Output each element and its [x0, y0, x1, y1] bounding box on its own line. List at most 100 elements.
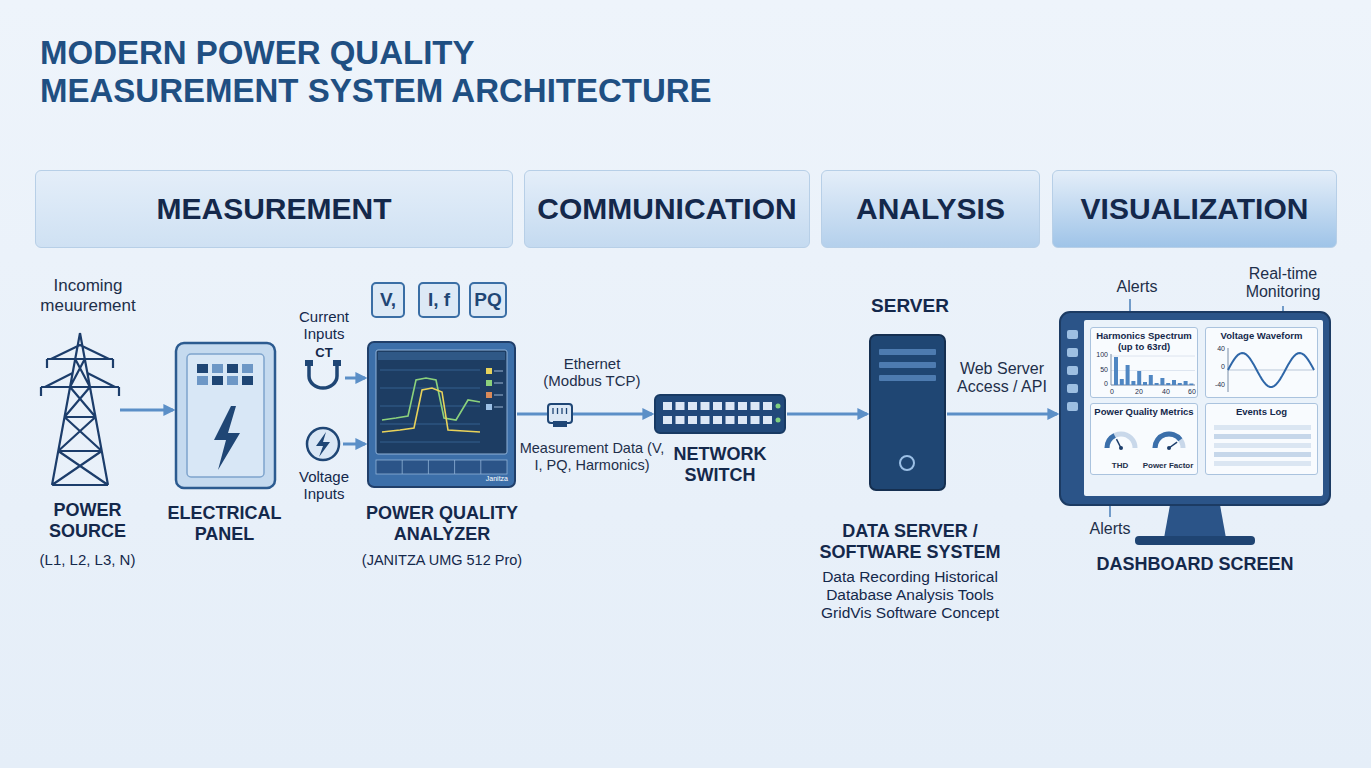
quantity-badge: PQ	[469, 282, 507, 318]
text-slot: DASHBOARD SCREEN	[1050, 554, 1340, 575]
annotation-label: Ethernet (Modbus TCP)	[533, 355, 651, 390]
shape-outline	[305, 426, 341, 462]
annotation-label: Janitza	[486, 475, 508, 483]
text-slot: I, f	[420, 289, 458, 311]
annotation-label: Measurement Data (V, I, PQ, Harmonics)	[516, 440, 668, 473]
section-band: MEASUREMENT	[35, 170, 513, 248]
text-slot: VISUALIZATION	[1053, 192, 1336, 227]
section-band: VISUALIZATION	[1052, 170, 1337, 248]
node-text: VISUALIZATION	[1053, 192, 1336, 227]
node-text: SERVER	[805, 295, 1015, 317]
annotation-label: THD	[1112, 461, 1128, 470]
dashboard-panel: Harmonics Spectrum (up to 63rd)	[1090, 327, 1198, 398]
text-slot: (L1, L2, L3, N)	[25, 551, 150, 568]
section-band: ANALYSIS	[821, 170, 1040, 248]
node-text: Current Inputs	[293, 308, 355, 343]
flow-arrow	[517, 413, 652, 416]
shape-outline	[368, 342, 515, 487]
node-text: POWER SOURCE	[25, 500, 150, 541]
text-slot: Voltage Waveform	[1206, 331, 1317, 342]
text-slot: ANALYSIS	[822, 192, 1039, 227]
annotation-label: Power Factor	[1143, 461, 1194, 470]
text-slot: Harmonics Spectrum (up to 63rd)	[1091, 331, 1197, 353]
data-server: SERVER DATA SERVER / SOFTWARE SYSTEM Data …	[805, 295, 1015, 645]
text-slot: Data Recording Historical Database Analy…	[805, 568, 1015, 621]
flow-arrow	[343, 443, 365, 446]
node-text: MEASUREMENT	[36, 192, 512, 227]
node-text: ELECTRICAL PANEL	[157, 503, 292, 544]
node-text: ANALYSIS	[822, 192, 1039, 227]
text-slot: NETWORK SWITCH	[645, 444, 795, 485]
node-text: I, f	[420, 289, 458, 311]
annotation-label: 50	[1100, 366, 1108, 374]
node-text: DATA SERVER / SOFTWARE SYSTEM	[805, 521, 1015, 562]
dashboard-screen: DASHBOARD SCREEN Harmonics Spectrum (up t…	[1050, 300, 1340, 585]
annotation-label: 100	[1096, 351, 1108, 359]
annotation-label: 0	[1110, 388, 1114, 396]
annotation-label: Real-time Monitoring	[1233, 265, 1333, 302]
electrical-panel: ELECTRICAL PANEL	[157, 340, 292, 572]
node-text: Voltage Inputs	[293, 468, 355, 503]
voltage-input: Voltage Inputs	[293, 424, 355, 510]
section-band: COMMUNICATION	[524, 170, 810, 248]
annotation-label: Alerts	[1090, 520, 1131, 538]
flow-arrow	[345, 377, 365, 380]
node-text: Data Recording Historical Database Analy…	[805, 568, 1015, 621]
node-text: COMMUNICATION	[525, 192, 809, 227]
shape-outline	[303, 361, 343, 391]
node-text: CT	[293, 346, 355, 361]
text-slot: POWER QUALITY ANALYZER	[356, 503, 528, 544]
annotation-label: Alerts	[1117, 278, 1158, 296]
text-slot: Current Inputs	[293, 308, 355, 343]
leader-line	[1109, 505, 1111, 517]
node-text: Power Quality Metrics	[1091, 407, 1197, 418]
node-text: V,	[373, 289, 403, 311]
text-slot: Events Log	[1206, 407, 1317, 418]
flow-arrow	[947, 413, 1057, 416]
diagram-title: MODERN POWER QUALITY MEASUREMENT SYSTEM …	[40, 34, 731, 110]
annotation-label: 20	[1135, 388, 1143, 396]
node-text: PQ	[471, 289, 505, 311]
text-slot: Voltage Inputs	[293, 468, 355, 503]
annotation-label: -40	[1215, 381, 1225, 389]
annotation-label: Incoming meuurement	[32, 276, 144, 315]
shape-outline	[870, 335, 945, 490]
text-slot: CT	[293, 346, 355, 361]
node-text: (L1, L2, L3, N)	[25, 551, 150, 568]
flow-arrow	[120, 409, 173, 412]
text-slot: V,	[373, 289, 403, 311]
node-text: (JANITZA UMG 512 Pro)	[356, 552, 528, 569]
network-switch: NETWORK SWITCH	[645, 392, 795, 492]
power-source: POWER SOURCE (L1, L2, L3, N)	[25, 325, 150, 570]
text-slot: MEASUREMENT	[36, 192, 512, 227]
node-text: NETWORK SWITCH	[645, 444, 795, 485]
text-slot: ELECTRICAL PANEL	[157, 503, 292, 544]
quantity-badge: V,	[371, 282, 405, 318]
text-slot: COMMUNICATION	[525, 192, 809, 227]
text-slot: PQ	[471, 289, 505, 311]
shape-outline	[176, 343, 275, 488]
text-slot: (JANITZA UMG 512 Pro)	[356, 552, 528, 569]
node-text: Events Log	[1206, 407, 1317, 418]
flow-arrow	[787, 413, 867, 416]
node-text: DASHBOARD SCREEN	[1050, 554, 1340, 575]
text-slot: SERVER	[805, 295, 1015, 317]
edge-label: Web Server Access / API	[946, 360, 1058, 397]
shape-outline	[655, 395, 785, 433]
node-text: POWER QUALITY ANALYZER	[356, 503, 528, 544]
annotation-label: 0	[1104, 380, 1108, 388]
ethernet-plug	[548, 404, 572, 427]
text-slot: POWER SOURCE	[25, 500, 150, 541]
node-text: Harmonics Spectrum (up to 63rd)	[1091, 331, 1197, 353]
power-quality-analyzer: POWER QUALITY ANALYZER (JANITZA UMG 512 P…	[356, 340, 528, 572]
annotation-label: 60	[1188, 388, 1196, 396]
annotation-label: 0	[1221, 363, 1225, 371]
leader-line	[1129, 299, 1131, 313]
shape-outline	[42, 332, 118, 485]
text-slot: Power Quality Metrics	[1091, 407, 1197, 418]
current-transformer: Current InputsCT	[293, 306, 355, 394]
node-text: Voltage Waveform	[1206, 331, 1317, 342]
quantity-badge: I, f	[418, 282, 460, 318]
annotation-label: 40	[1217, 345, 1225, 353]
dashboard-panel: Events Log	[1205, 403, 1318, 475]
